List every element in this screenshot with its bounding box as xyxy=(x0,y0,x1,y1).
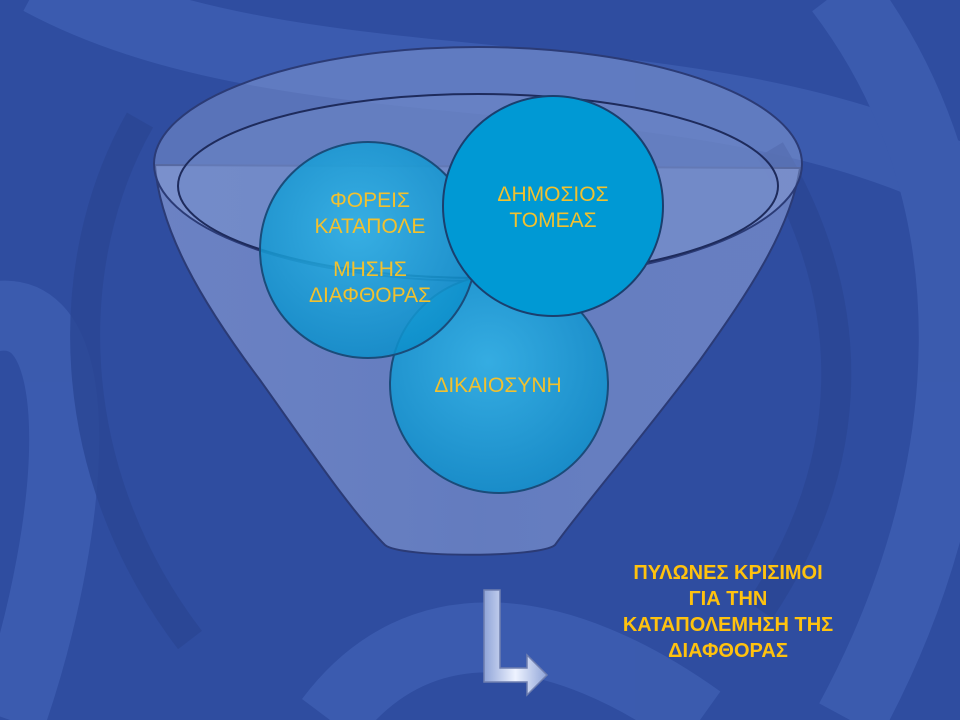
circle-foreis-line3: ΜΗΣΗΣ xyxy=(333,258,407,281)
circle-dikaiosyni-line1: ΔΙΚΑΙΟΣΥΝΗ xyxy=(434,374,562,397)
circle-label-dimosios: ΔΗΜΟΣΙΟΣ ΤΟΜΕΑΣ xyxy=(478,182,628,234)
circle-dimosios-line1: ΔΗΜΟΣΙΟΣ xyxy=(497,183,609,206)
circle-foreis xyxy=(259,141,477,359)
caption-line2: ΓΙΑ ΤΗΝ xyxy=(688,588,768,610)
circle-label-foreis-bottom: ΜΗΣΗΣ ΔΙΑΦΘΟΡΑΣ xyxy=(295,257,445,309)
caption-line1: ΠΥΛΩΝΕΣ ΚΡΙΣΙΜΟΙ xyxy=(633,562,823,584)
circle-foreis-line2: ΚΑΤΑΠΟΛΕ xyxy=(314,215,426,238)
circle-dimosios-line2: ΤΟΜΕΑΣ xyxy=(509,209,597,232)
caption-line4: ΔΙΑΦΘΟΡΑΣ xyxy=(668,640,788,662)
circle-foreis-line4: ΔΙΑΦΘΟΡΑΣ xyxy=(308,284,432,307)
circle-dimosios xyxy=(442,95,664,317)
circle-foreis-line1: ΦΟΡΕΙΣ xyxy=(330,189,410,212)
circle-label-foreis-top: ΦΟΡΕΙΣ ΚΑΤΑΠΟΛΕ xyxy=(300,188,440,240)
down-right-arrow xyxy=(483,589,549,697)
circle-label-dikaiosyni: ΔΙΚΑΙΟΣΥΝΗ xyxy=(423,373,573,399)
caption-line3: ΚΑΤΑΠΟΛΕΜΗΣΗ ΤΗΣ xyxy=(622,614,834,636)
caption: ΠΥΛΩΝΕΣ ΚΡΙΣΙΜΟΙ ΓΙΑ ΤΗΝ ΚΑΤΑΠΟΛΕΜΗΣΗ ΤΗ… xyxy=(588,560,868,664)
